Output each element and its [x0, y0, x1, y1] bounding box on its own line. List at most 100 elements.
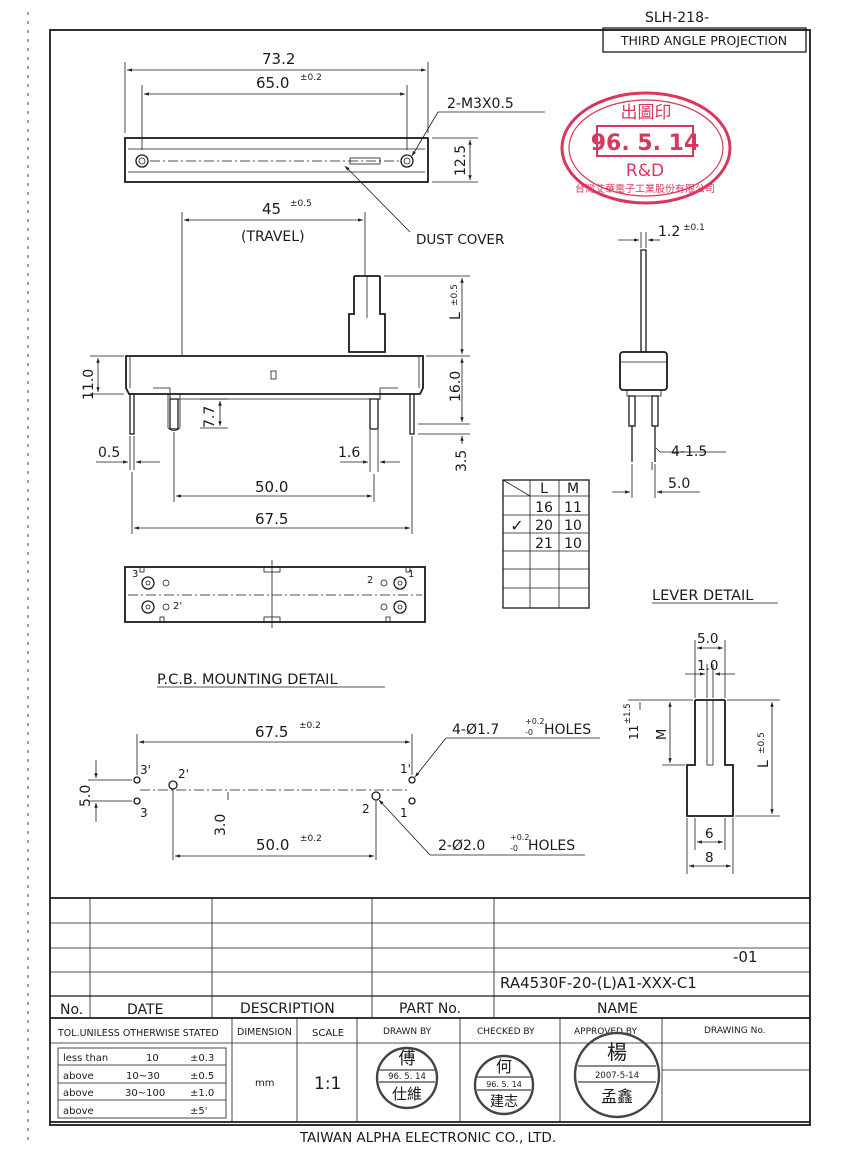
approved-by-seal: 楊 2007-5-14 孟鑫 — [573, 1031, 661, 1119]
pcb-pin-2: 2 — [362, 802, 370, 816]
dim-pin-width: 0.5 — [98, 445, 120, 461]
drawn-seal-date: 96. 5. 14 — [388, 1072, 426, 1082]
pcb-pin-3: 3 — [140, 806, 148, 820]
col-description: DESCRIPTION — [240, 1001, 335, 1017]
pcb-detail-title: P.C.B. MOUNTING DETAIL — [157, 672, 338, 688]
dim-lever-thickness: 1.2 — [658, 224, 680, 240]
bottom-pin-2p: 2' — [173, 601, 182, 612]
dim-travel: 45 — [262, 200, 281, 218]
stamp-dept: R&D — [626, 161, 664, 181]
dust-cover-label: DUST COVER — [416, 232, 504, 248]
pcb-mounting-detail: P.C.B. MOUNTING DETAIL 3' 3 2' 2 1' 1 67… — [78, 672, 600, 860]
tol-row-3-range: 30~100 — [125, 1088, 165, 1099]
dim-pin-span: 67.5 — [255, 510, 288, 528]
pcb-holes-small-tol-plus: +0.2 — [525, 717, 544, 726]
pcb-holes-large-tol-plus: +0.2 — [510, 833, 529, 842]
approved-seal-bottom: 孟鑫 — [601, 1087, 633, 1106]
stamp-company: 台灣艾華電子工業股份有限公司 — [575, 183, 715, 195]
lm-row-1-l: 16 — [535, 500, 553, 516]
dim-pcb-to-top: 16.0 — [448, 371, 464, 402]
drawing-no-label: DRAWING No. — [704, 1026, 766, 1036]
checked-seal-bottom: 建志 — [490, 1094, 518, 1110]
pcb-holes-large-label: HOLES — [528, 838, 575, 854]
top-view: 73.2 65.0 ±0.2 2-M3X0.5 12.5 DUST COVER — [124, 50, 545, 248]
dim-lever-height-tol: ±0.5 — [450, 284, 460, 306]
pcb-pin-3p: 3' — [140, 763, 151, 777]
tol-row-1-cond: less than — [63, 1053, 108, 1064]
projection-box — [602, 27, 807, 53]
screw-callout: 2-M3X0.5 — [447, 96, 514, 112]
lever-dim-inner: 6 — [705, 826, 714, 842]
pcb-dim-row-pitch: 5.0 — [78, 785, 94, 807]
doc-code: SLH-218- — [645, 10, 709, 26]
company-name: TAIWAN ALPHA ELECTRONIC CO., LTD. — [299, 1130, 556, 1146]
approved-seal-date: 2007-5-14 — [595, 1071, 639, 1081]
scale-value: 1:1 — [314, 1074, 341, 1094]
lever-detail-title: LEVER DETAIL — [652, 588, 753, 604]
lever-dim-m: M — [655, 729, 670, 740]
lm-row-2-m: 10 — [564, 518, 582, 534]
bottom-pin-3: 3 — [132, 569, 138, 580]
lever-dim-width: 5.0 — [697, 631, 718, 647]
drawn-seal-top: 傅 — [399, 1049, 416, 1069]
dim-pin-spacing: 4-1.5 — [671, 444, 707, 460]
pcb-pin-2p: 2' — [178, 767, 189, 781]
drawn-by-label: DRAWN BY — [383, 1027, 432, 1037]
lm-row-2-l: 20 — [535, 518, 553, 534]
stamp-title: 出圖印 — [621, 103, 672, 123]
lever-dim-offset-tol: ±1.5 — [623, 703, 633, 724]
tol-row-2-tol: ±0.5 — [190, 1071, 214, 1082]
lever-dim-l-tol: ±0.5 — [757, 732, 767, 754]
front-view: 45 ±0.5 (TRAVEL) 11.0 7.7 L — [81, 199, 470, 534]
lever-dim-outer: 8 — [705, 850, 714, 866]
pcb-dim-center-span: 50.0 — [256, 836, 289, 854]
tol-row-1-tol: ±0.3 — [190, 1053, 214, 1064]
bottom-pin-2: 2 — [367, 575, 373, 586]
checked-seal-top: 何 — [496, 1057, 512, 1076]
pcb-dim-offset: 3.0 — [213, 814, 229, 836]
lever-dim-l: L — [756, 760, 772, 768]
lm-row-1-m: 11 — [564, 500, 582, 516]
checked-by-seal: 何 96. 5. 14 建志 — [473, 1054, 535, 1116]
dim-pin-length: 7.7 — [202, 406, 218, 428]
col-date: DATE — [127, 1002, 163, 1018]
lever-detail: LEVER DETAIL 5.0 1.0 11 ±1.5 M L ±0.5 — [623, 588, 780, 874]
pcb-dim-span-tol: ±0.2 — [299, 721, 321, 731]
drawn-by-seal: 傅 96. 5. 14 仕維 — [375, 1046, 439, 1110]
dim-mount-pitch: 65.0 — [256, 74, 289, 92]
projection-label: THIRD ANGLE PROJECTION — [620, 33, 787, 48]
pcb-holes-large: 2-Ø2.0 — [438, 838, 485, 854]
pcb-holes-small-label: HOLES — [544, 722, 591, 738]
dimension-label: DIMENSION — [237, 1027, 292, 1038]
pcb-pin-1p: 1' — [400, 762, 411, 776]
drawing-frame — [49, 29, 811, 1126]
bottom-view: 3 2' 2 1 — [124, 560, 426, 628]
revision-number: -01 — [733, 948, 758, 966]
drawn-seal-bottom: 仕維 — [392, 1085, 422, 1103]
pcb-holes-small-tol-minus: -0 — [525, 728, 533, 737]
approved-by-label: APPROVED BY — [574, 1027, 638, 1037]
scale-label: SCALE — [312, 1028, 344, 1039]
lm-table: L M 16 11 ✓ 20 10 21 10 — [502, 479, 590, 609]
pcb-dim-span: 67.5 — [255, 723, 288, 741]
pcb-holes-large-tol-minus: -0 — [510, 844, 518, 853]
tol-row-2-range: 10~30 — [126, 1071, 160, 1082]
dim-lever-height: L — [448, 312, 464, 320]
stamp-date: 96. 5. 14 — [591, 131, 700, 156]
pcb-dim-center-span-tol: ±0.2 — [300, 834, 322, 844]
checked-seal-date: 96. 5. 14 — [486, 1080, 522, 1089]
lm-row-3-m: 10 — [564, 536, 582, 552]
tol-row-4-tol: ±5' — [190, 1106, 208, 1117]
tolerance-title: TOL.UNILESS OTHERWISE STATED — [57, 1028, 219, 1039]
approved-seal-top: 楊 — [607, 1040, 627, 1064]
dim-height: 12.5 — [453, 145, 469, 176]
col-name: NAME — [597, 1001, 638, 1017]
dimension-unit: mm — [255, 1078, 274, 1089]
tol-row-1-range: 10 — [146, 1053, 159, 1064]
tol-row-3-tol: ±1.0 — [190, 1088, 214, 1099]
dim-mount-pitch-tol: ±0.2 — [300, 73, 322, 83]
lm-header-m: M — [567, 481, 579, 497]
checked-by-label: CHECKED BY — [477, 1027, 535, 1037]
dim-side-pin-span: 5.0 — [668, 476, 690, 492]
